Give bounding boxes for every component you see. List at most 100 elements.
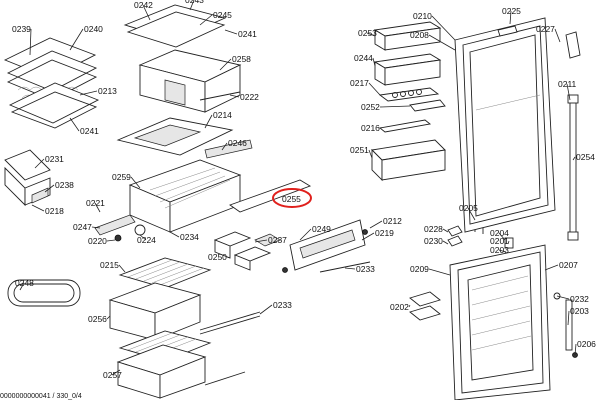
leader-line-0254: [572, 156, 576, 161]
part-label-0204: 0204: [490, 228, 509, 238]
leader-line-0238: [44, 184, 55, 193]
leader-line-0214: [204, 114, 213, 129]
footer-code: 0000000000041 / 330_0/4: [0, 393, 82, 400]
part-label-0221: 0221: [86, 198, 105, 208]
part-label-0258: 0258: [232, 54, 251, 64]
part-label-0232: 0232: [570, 294, 589, 304]
part-label-0249: 0249: [312, 224, 331, 234]
leader-line-0258: [219, 58, 232, 71]
leader-line-0259: [130, 176, 141, 189]
shelf-frame: [116, 117, 234, 156]
leader-line-0246: [221, 142, 228, 151]
vegetable-drawer: [108, 282, 202, 341]
part-label-0216: 0216: [361, 123, 380, 133]
lower-door: [449, 244, 551, 400]
door-shelves: [371, 21, 446, 182]
leader-line-0213: [79, 90, 98, 96]
upper-glass-shelves: [123, 4, 227, 48]
leader-line-0242: [142, 4, 151, 21]
leader-line-0217: [368, 82, 381, 96]
leader-line-0215: [118, 264, 126, 273]
leader-line-0234: [169, 231, 180, 238]
leader-line-0233: [259, 304, 273, 315]
part-label-0218: 0218: [45, 206, 64, 216]
leader-line-0228: [442, 228, 449, 233]
part-label-0222: 0222: [240, 92, 259, 102]
leader-line-0202: [408, 304, 411, 308]
part-label-0208: 0208: [410, 30, 429, 40]
leader-line-0245: [199, 14, 213, 26]
part-label-0205: 0205: [459, 203, 478, 213]
leader-line-0241: [224, 29, 238, 35]
part-label-0207: 0207: [559, 260, 578, 270]
highlight-circle-0255: [272, 188, 312, 208]
leader-line-0253: [366, 32, 376, 37]
leader-line-0256: [106, 315, 111, 320]
leader-line-0237: [254, 239, 268, 243]
leader-line-0225: [509, 10, 512, 25]
leader-line-0232: [556, 295, 570, 300]
leader-line-0222: [229, 94, 240, 98]
part-label-0252: 0252: [361, 102, 380, 112]
leader-line-0240: [69, 28, 84, 51]
wire-shelf: [118, 257, 212, 289]
leader-line-0203: [498, 249, 507, 253]
leader-line-0250: [226, 256, 231, 259]
part-label-0233: 0233: [273, 300, 292, 310]
leader-line-0227: [554, 28, 561, 43]
leader-line-0247: [91, 226, 101, 229]
leader-line-0208: [428, 34, 456, 51]
part-label-0237: 0237: [268, 235, 287, 245]
leader-line-0212: [369, 220, 383, 229]
leader-line-0205: [467, 207, 476, 221]
leader-line-0211: [566, 83, 571, 101]
leader-line-0210: [431, 15, 456, 41]
part-label-0210: 0210: [413, 11, 432, 21]
freezer-box: [138, 49, 242, 113]
part-label-0201: 0201: [490, 236, 509, 246]
part-label-0241: 0241: [238, 29, 257, 39]
main-drawer: [128, 159, 242, 233]
part-label-0234: 0234: [180, 232, 199, 242]
part-label-0215: 0215: [100, 260, 119, 270]
leader-line-0201: [507, 240, 510, 245]
part-label-0227: 0227: [536, 24, 555, 34]
leader-line-0230: [442, 240, 449, 245]
leader-line-0219: [361, 232, 375, 241]
leader-line-0249: [299, 228, 312, 241]
leader-line-0244: [372, 57, 376, 67]
leader-line-0241: [69, 117, 80, 132]
part-label-0206: 0206: [577, 339, 596, 349]
part-label-0254: 0254: [576, 152, 595, 162]
leader-line-0251: [368, 149, 373, 159]
part-label-0228: 0228: [424, 224, 443, 234]
part-label-0259: 0259: [112, 172, 131, 182]
glass-shelf-assembly: [3, 37, 100, 129]
leader-line-0207: [544, 264, 559, 271]
crisper-drawer: [4, 149, 51, 207]
leader-line-0218: [31, 204, 45, 212]
part-label-0230: 0230: [424, 236, 443, 246]
part-label-0246: 0246: [228, 138, 247, 148]
egg-tray: [7, 279, 81, 307]
part-label-0239: 0239: [12, 24, 31, 34]
leader-line-0239: [29, 28, 32, 56]
part-label-0255: 0255: [282, 194, 301, 204]
leader-line-0257: [111, 369, 121, 376]
bottle-holders: [213, 231, 281, 271]
part-label-0248: 0248: [15, 278, 34, 288]
upper-door: [454, 17, 556, 233]
leader-line-0220: [106, 239, 116, 242]
part-label-0243: 0243: [185, 0, 204, 5]
part-label-0233: 0233: [356, 264, 375, 274]
part-label-0225: 0225: [502, 6, 521, 16]
part-label-0212: 0212: [383, 216, 402, 226]
part-label-0240: 0240: [84, 24, 103, 34]
drawer-cover: [229, 179, 312, 213]
leader-line-0252: [379, 105, 411, 108]
part-label-0238: 0238: [55, 180, 74, 190]
part-label-0219: 0219: [375, 228, 394, 238]
part-label-0202: 0202: [390, 302, 409, 312]
